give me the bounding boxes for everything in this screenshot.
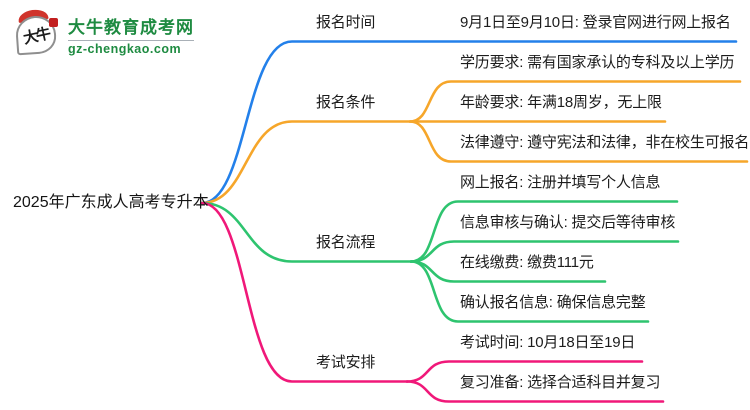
leaf-process-review[interactable]: 信息审核与确认: 提交后等待审核: [460, 214, 676, 231]
logo-red-seal: [49, 18, 58, 27]
site-logo[interactable]: 大牛 大牛教育成考网 gz-chengkao.com: [14, 7, 194, 58]
edge-conditions-education: [408, 80, 742, 123]
leaf-exam-review[interactable]: 复习准备: 选择合适科目并复习: [460, 374, 661, 391]
branch-label-exam-arrangement[interactable]: 考试安排: [316, 354, 376, 371]
branch-label-signup-conditions[interactable]: 报名条件: [316, 94, 376, 111]
edge-root-signup-conditions: [200, 120, 667, 205]
leaf-process-online[interactable]: 网上报名: 注册并填写个人信息: [460, 174, 661, 191]
edge-process-online: [409, 200, 679, 263]
site-name: 大牛教育成考网: [68, 17, 194, 37]
branch-label-signup-time[interactable]: 报名时间: [316, 14, 376, 31]
leaf-signup-time-detail[interactable]: 9月1日至9月10日: 登录官网进行网上报名: [460, 14, 731, 31]
logo-text-block: 大牛教育成考网 gz-chengkao.com: [68, 13, 194, 56]
edge-root-signup-time: [200, 40, 738, 205]
branch-label-signup-process[interactable]: 报名流程: [316, 234, 376, 251]
leaf-exam-time[interactable]: 考试时间: 10月18日至19日: [460, 334, 636, 351]
logo-bubble-icon: 大牛: [14, 7, 60, 58]
leaf-process-payment[interactable]: 在线缴费: 缴费111元: [460, 254, 594, 271]
edge-root-exam-arrangement: [200, 201, 409, 383]
edge-process-review: [409, 240, 680, 263]
edge-conditions-law: [408, 120, 749, 163]
edge-exam-review: [405, 380, 665, 403]
leaf-condition-law[interactable]: 法律遵守: 遵守宪法和法律，非在校生可报名: [460, 134, 750, 151]
edge-root-signup-process: [200, 201, 413, 263]
edge-exam-time: [405, 360, 644, 383]
leaf-process-confirm[interactable]: 确认报名信息: 确保信息完整: [460, 294, 646, 311]
leaf-condition-age[interactable]: 年龄要求: 年满18周岁，无上限: [460, 94, 662, 111]
leaf-condition-education[interactable]: 学历要求: 需有国家承认的专科及以上学历: [460, 54, 735, 71]
root-node-title[interactable]: 2025年广东成人高考专升本: [13, 194, 209, 211]
site-url: gz-chengkao.com: [68, 39, 194, 56]
logo-mark-text: 大牛: [21, 24, 51, 47]
edge-process-confirm: [409, 260, 650, 323]
